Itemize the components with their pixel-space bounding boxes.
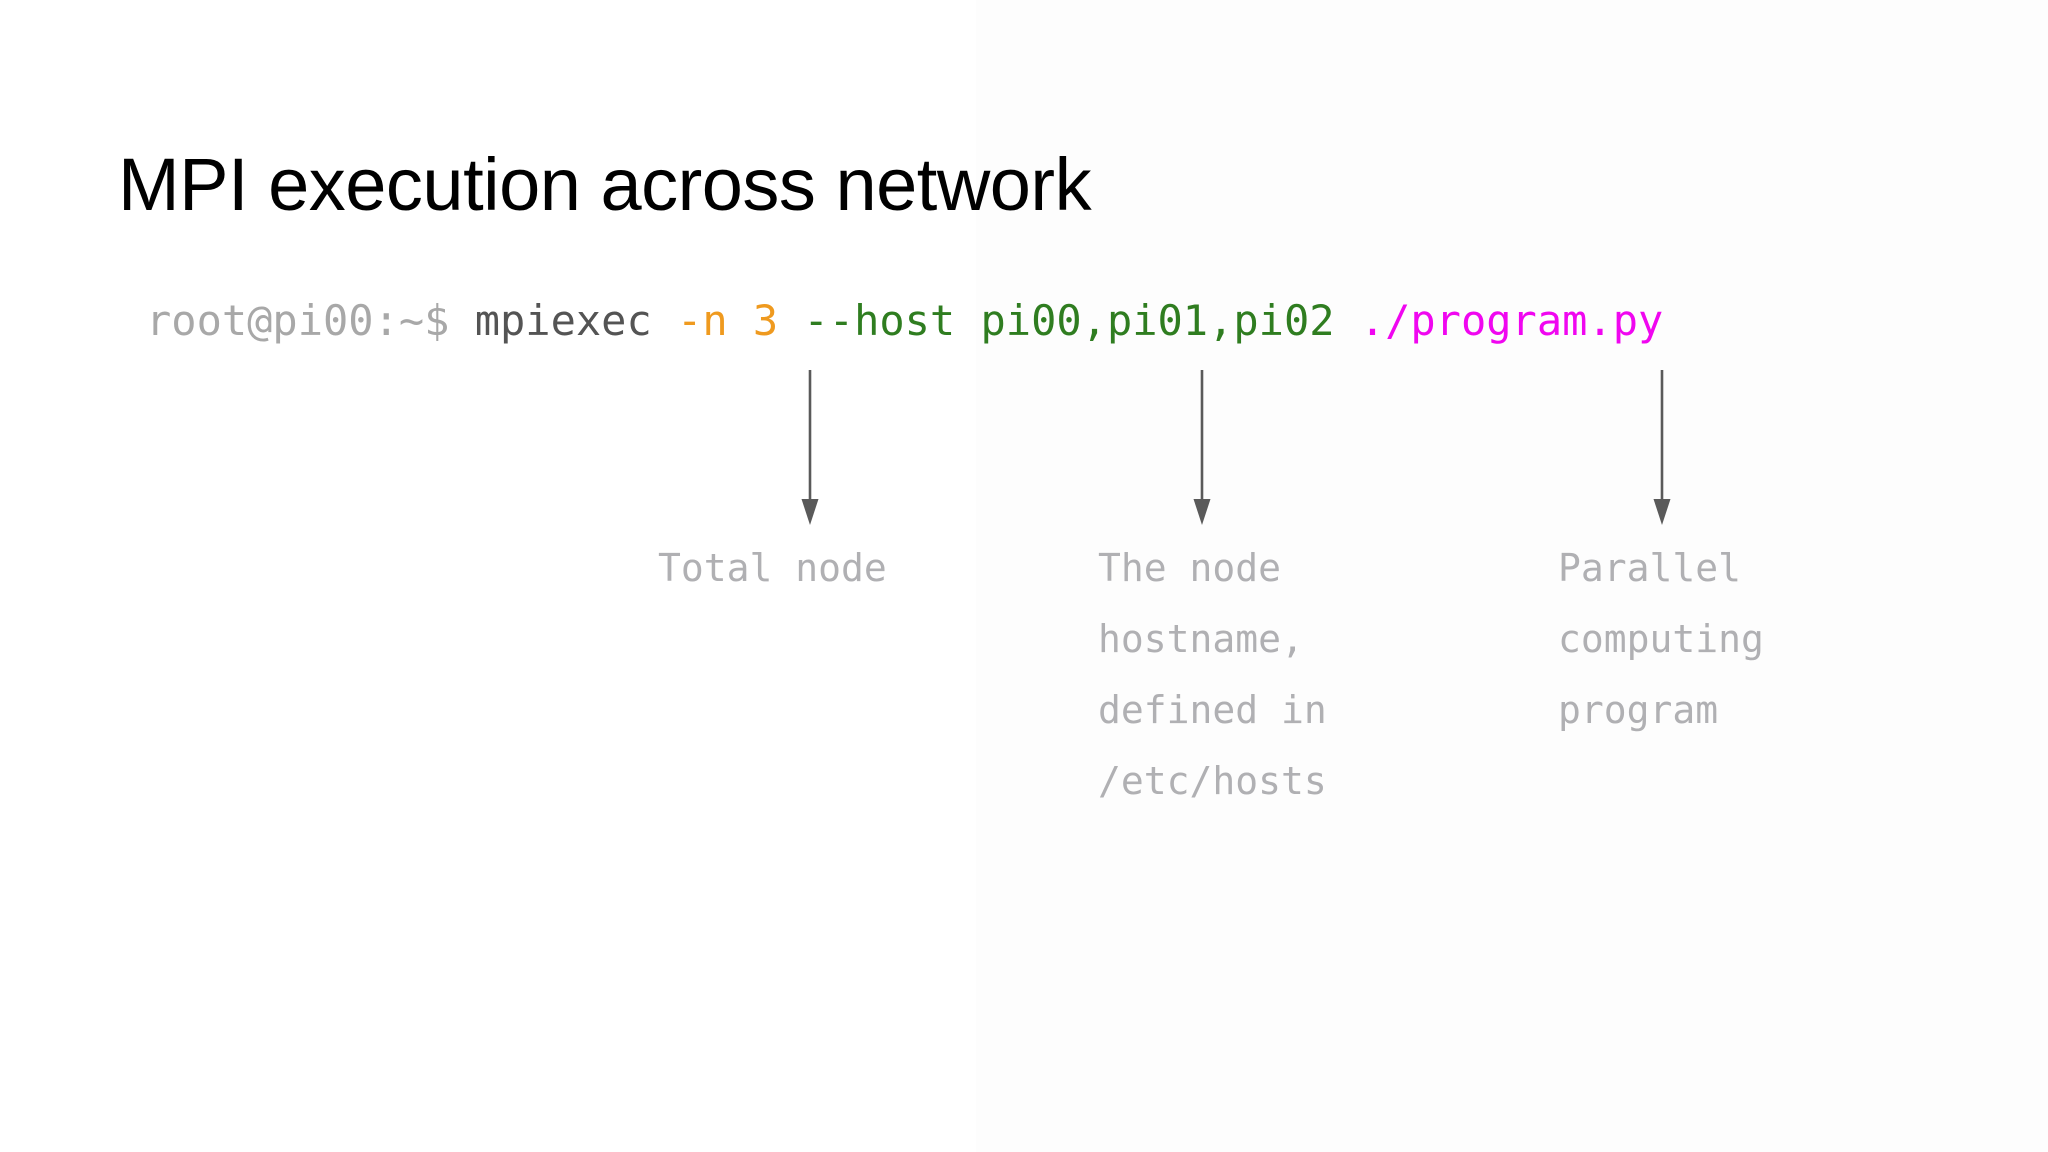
command-token-num-procs: 3 — [752, 296, 779, 345]
annotation-line: program — [1558, 688, 1719, 732]
annotation-arrow-node-hostname — [1190, 370, 1214, 530]
annotation-line: The node — [1098, 546, 1282, 590]
annotation-line: /etc/hosts — [1098, 759, 1327, 803]
annotation-line: hostname, — [1098, 617, 1304, 661]
annotation-line: computing — [1558, 617, 1764, 661]
command-token-program: mpiexec — [474, 296, 678, 345]
annotation-line: Total node — [658, 546, 887, 590]
command-token-space2 — [778, 296, 803, 345]
command-token-flag-n: -n — [677, 296, 728, 345]
annotation-text-node-hostname: The node hostname, defined in/etc/hosts — [1098, 533, 1327, 817]
annotation-arrow-total-node — [798, 370, 822, 530]
page-title: MPI execution across network — [118, 142, 1092, 226]
command-token-hostlist: pi00,pi01,pi02 — [980, 296, 1335, 345]
command-token-flag-host: --host — [803, 296, 956, 345]
annotation-line: Parallel — [1558, 546, 1742, 590]
command-token-space3 — [955, 296, 980, 345]
annotation-text-total-node: Total node — [658, 533, 887, 604]
command-token-prompt: root@pi00:~$ — [146, 296, 475, 345]
background-panel — [976, 0, 2048, 1152]
command-token-space4 — [1335, 296, 1360, 345]
annotation-arrow-parallel-program — [1650, 370, 1674, 530]
annotation-text-parallel-program: Parallel computing program — [1558, 533, 1764, 746]
command-line: root@pi00:~$ mpiexec -n 3 --host pi00,pi… — [146, 296, 1664, 345]
command-token-script: ./program.py — [1359, 296, 1664, 345]
command-token-space1 — [728, 296, 753, 345]
annotation-line: defined in — [1098, 688, 1327, 732]
